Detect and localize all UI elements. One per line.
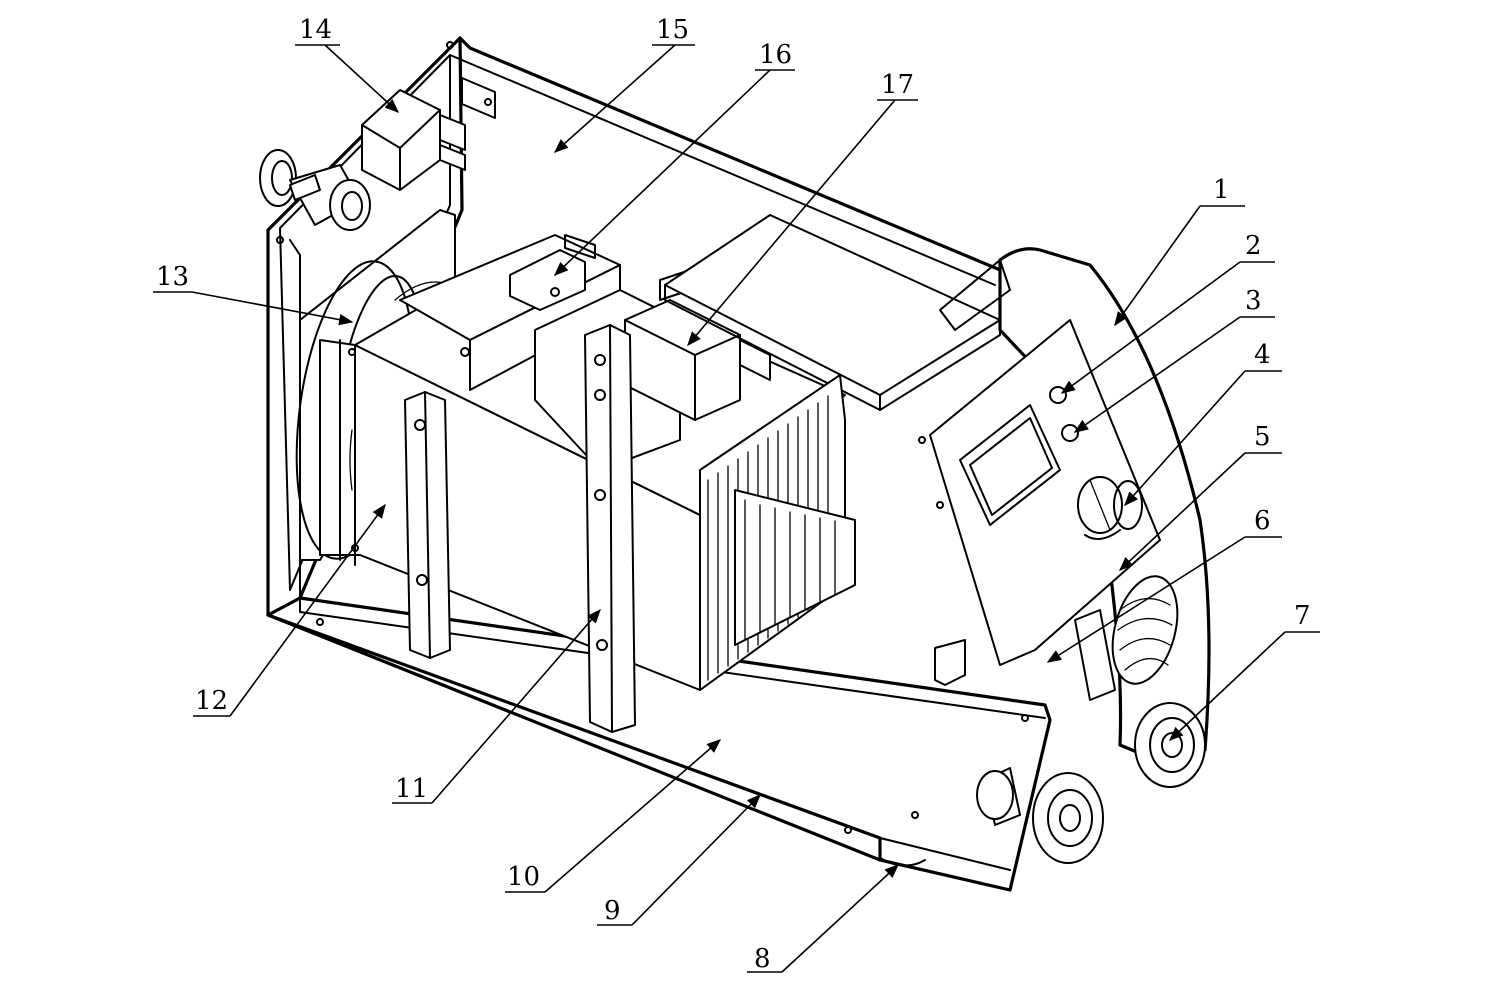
callout-label-8: 8 bbox=[754, 944, 771, 974]
heatsink bbox=[699, 374, 856, 691]
callout-label-9: 9 bbox=[604, 896, 621, 926]
callout-label-6: 6 bbox=[1254, 506, 1271, 536]
rear-connector bbox=[259, 149, 371, 231]
callout-label-12: 12 bbox=[195, 686, 228, 716]
callout-label-10: 10 bbox=[507, 862, 540, 892]
callout-label-7: 7 bbox=[1294, 601, 1311, 631]
cable-clip bbox=[934, 639, 966, 686]
callout-label-13: 13 bbox=[156, 262, 189, 292]
callout-label-1: 1 bbox=[1213, 175, 1230, 205]
callout-labels: 1 2 3 4 5 6 7 8 9 10 11 12 13 14 15 16 1… bbox=[156, 15, 1311, 974]
support-bar-right bbox=[584, 324, 636, 733]
leader-lines bbox=[153, 44, 1320, 973]
top-rail bbox=[449, 36, 1007, 286]
callout-label-5: 5 bbox=[1254, 422, 1271, 452]
support-bar-left bbox=[404, 391, 451, 659]
callout-label-2: 2 bbox=[1245, 231, 1262, 261]
callout-label-11: 11 bbox=[395, 774, 428, 804]
front-connector-upper bbox=[1134, 702, 1206, 788]
front-connector-lower bbox=[976, 767, 1104, 864]
callout-label-14: 14 bbox=[299, 15, 332, 45]
fan-grille bbox=[1074, 575, 1179, 701]
callout-label-16: 16 bbox=[759, 40, 792, 70]
callout-label-17: 17 bbox=[881, 70, 914, 100]
callout-label-15: 15 bbox=[656, 15, 689, 45]
relay-14 bbox=[361, 77, 496, 191]
callout-label-4: 4 bbox=[1254, 340, 1271, 370]
callout-label-3: 3 bbox=[1245, 286, 1262, 316]
